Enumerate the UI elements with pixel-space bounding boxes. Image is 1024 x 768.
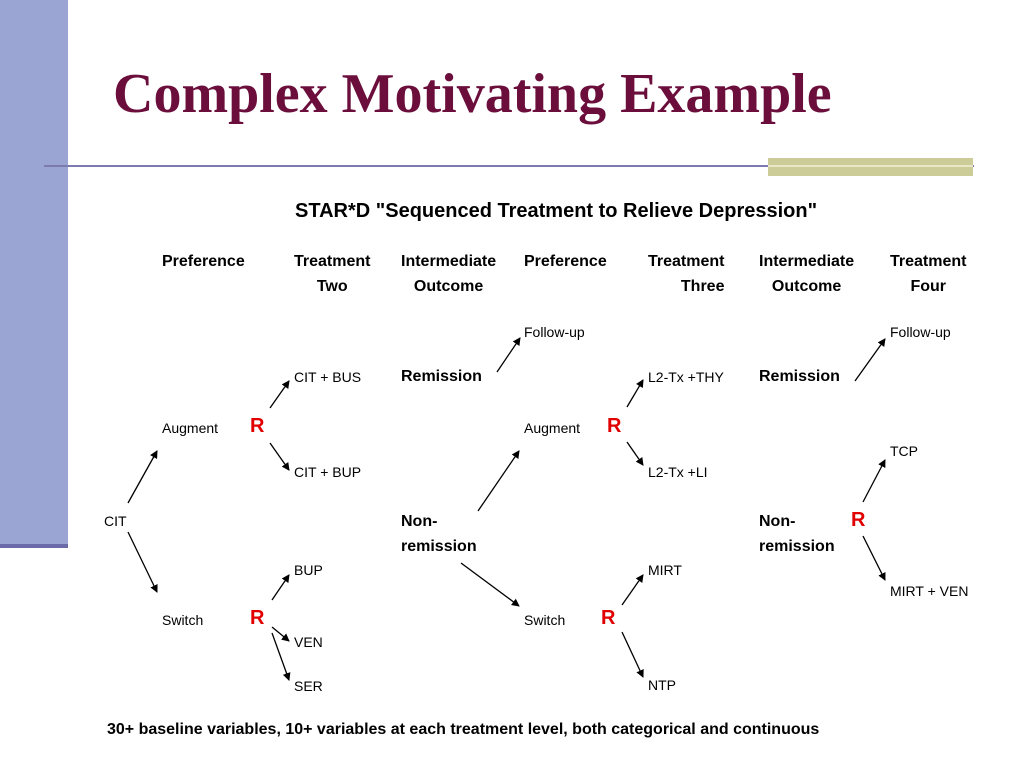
randomization-mark-switch-1: R	[250, 607, 265, 629]
node-cit-bus: CIT + BUS	[294, 369, 362, 385]
node-remission-1: Remission	[401, 368, 482, 385]
arrow-augment2-l2-li	[626, 441, 644, 466]
node-nonremission-1: Non-remission	[401, 513, 477, 555]
sidebar-accent	[0, 0, 68, 546]
arrow-augment1-cit-bus	[269, 380, 290, 409]
node-l2-li: L2-Tx +LI	[648, 464, 708, 480]
node-mirt: MIRT	[648, 562, 682, 578]
arrow-r-mirt-ven	[862, 535, 886, 581]
node-mirt-ven: MIRT + VEN	[890, 583, 969, 599]
arrow-cit-augment	[127, 450, 158, 504]
header-preference-1: Preference	[162, 253, 245, 270]
arrow-nonremission1-augment	[477, 450, 520, 512]
arrow-augment2-l2-thy	[626, 379, 644, 408]
node-followup-1: Follow-up	[524, 324, 585, 340]
node-ser: SER	[294, 678, 323, 694]
arrow-switch2-ntp	[621, 631, 644, 678]
node-switch-1: Switch	[162, 612, 204, 628]
title-rule	[44, 165, 974, 167]
randomization-mark-switch-2: R	[601, 607, 616, 629]
node-bup: BUP	[294, 562, 323, 578]
node-augment-1: Augment	[162, 420, 219, 436]
node-ven: VEN	[294, 634, 323, 650]
node-tcp: TCP	[890, 443, 918, 459]
node-switch-2: Switch	[524, 612, 566, 628]
arrow-switch2-mirt	[621, 574, 644, 606]
arrow-switch1-ser	[271, 632, 291, 681]
diagram-subtitle: STAR*D "Sequenced Treatment to Relieve D…	[295, 200, 818, 222]
arrow-remission2-followup	[854, 338, 886, 382]
arrow-cit-switch	[127, 531, 158, 593]
node-cit-bup: CIT + BUP	[294, 464, 362, 480]
arrow-switch1-ven	[271, 626, 290, 642]
randomization-mark-augment-2: R	[607, 415, 622, 437]
node-l2-thy: L2-Tx +THY	[648, 369, 724, 385]
randomization-mark-nonremission-2: R	[851, 509, 866, 531]
arrow-remission1-followup	[496, 337, 521, 373]
node-cit: CIT	[104, 513, 127, 529]
node-augment-2: Augment	[524, 420, 581, 436]
node-followup-2: Follow-up	[890, 324, 951, 340]
node-nonremission-2: Non-remission	[759, 513, 835, 555]
slide-title: Complex Motivating Example	[113, 63, 832, 125]
sidebar-accent-edge	[0, 544, 68, 548]
title-rule-block	[768, 158, 973, 176]
node-ntp: NTP	[648, 677, 676, 693]
node-remission-2: Remission	[759, 368, 840, 385]
arrow-switch1-bup	[271, 574, 290, 601]
randomization-mark-augment-1: R	[250, 415, 265, 437]
header-preference-2: Preference	[524, 253, 607, 270]
arrow-augment1-cit-bup	[269, 442, 290, 471]
footer-note: 30+ baseline variables, 10+ variables at…	[107, 721, 820, 738]
arrow-r-tcp	[862, 459, 886, 503]
title-rule-block-line	[768, 165, 973, 167]
arrow-nonremission1-switch	[460, 562, 520, 607]
